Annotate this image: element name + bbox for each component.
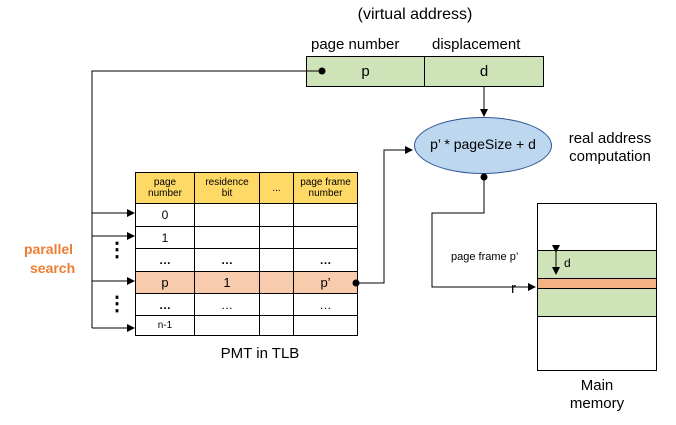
page-number-field-label: page number — [311, 36, 400, 53]
displacement-d-label: d — [564, 256, 571, 270]
frame-source-dot — [352, 279, 360, 287]
pmt-row-4-bit: … — [221, 297, 233, 312]
col-divider — [194, 173, 195, 335]
pmt-row-4-frame: … — [319, 297, 332, 312]
pmt-header-page-frame-number: page frame number — [294, 173, 357, 203]
pmt-row-4-page: … — [159, 297, 171, 312]
computation-label-line1: real address — [568, 130, 652, 147]
displacement-field-label: displacement — [432, 36, 521, 53]
row-divider — [136, 248, 357, 249]
header-text: number — [148, 188, 182, 199]
frame-to-computation-arrow — [356, 146, 413, 284]
pmt-row-2-page: … — [159, 253, 171, 267]
computation-source-dot — [480, 173, 488, 181]
page-number-source-dot — [318, 67, 326, 75]
pmt-header-ellipsis: ... — [272, 182, 281, 194]
pmt-header-page-number: page number — [136, 173, 194, 203]
parallel-search-label-line1: parallel — [24, 241, 74, 257]
memory-divider — [538, 316, 656, 317]
virtual-address-title: (virtual address) — [357, 6, 473, 23]
pmt-row-3-bit: 1 — [223, 274, 231, 290]
virtual-address-divider — [424, 57, 425, 86]
col-divider — [259, 173, 260, 335]
pmt-highlight-row — [136, 271, 357, 293]
vertical-dots-lower: ⋮ — [107, 293, 127, 315]
row-divider — [136, 293, 357, 294]
pmt-row-2-frame: … — [319, 253, 332, 267]
col-divider — [293, 173, 294, 335]
pmt-row-2-bit: … — [221, 253, 233, 267]
pmt-row-3-frame: p’ — [320, 274, 331, 290]
pmt-row-1-page: 1 — [161, 230, 169, 245]
real-address-r-label: r — [511, 280, 516, 297]
pmt-row-3-page: p — [161, 274, 169, 290]
main-memory-caption-line2: memory — [569, 395, 625, 412]
page-number-to-search-line — [91, 70, 322, 328]
pmt-table: page number residence bit ... page frame… — [135, 172, 358, 336]
pmt-header-row — [136, 173, 357, 204]
vertical-dots-upper: ⋮ — [107, 239, 127, 261]
pmt-header-residence-bit: residence bit — [195, 173, 259, 203]
computation-formula: p’ * pageSize + d — [430, 136, 536, 152]
main-memory-caption-line1: Main — [580, 377, 614, 394]
header-text: bit — [221, 188, 233, 199]
page-frame-block-lower — [538, 289, 656, 316]
row-divider — [136, 226, 357, 227]
parallel-search-label-line2: search — [30, 260, 76, 276]
virtual-address-box: p d — [306, 56, 544, 87]
page-frame-label: page frame p’ — [451, 251, 519, 263]
row-divider — [136, 315, 357, 316]
memory-divider — [538, 250, 656, 251]
pmt-row-0-page: 0 — [161, 208, 169, 222]
computation-to-memory-arrow — [431, 177, 536, 291]
address-computation-ellipse — [414, 117, 552, 174]
pmt-row-5-page: n-1 — [157, 319, 173, 331]
page-number-value: p — [361, 63, 370, 80]
row-divider — [136, 271, 357, 272]
pmt-caption: PMT in TLB — [220, 345, 300, 362]
computation-label-line2: computation — [569, 148, 651, 165]
real-address-block — [538, 278, 656, 289]
displacement-value: d — [479, 63, 489, 80]
header-text: number — [308, 188, 343, 199]
header-text: residence — [205, 177, 249, 188]
header-text: page frame — [300, 177, 351, 188]
header-text: page — [153, 177, 177, 188]
